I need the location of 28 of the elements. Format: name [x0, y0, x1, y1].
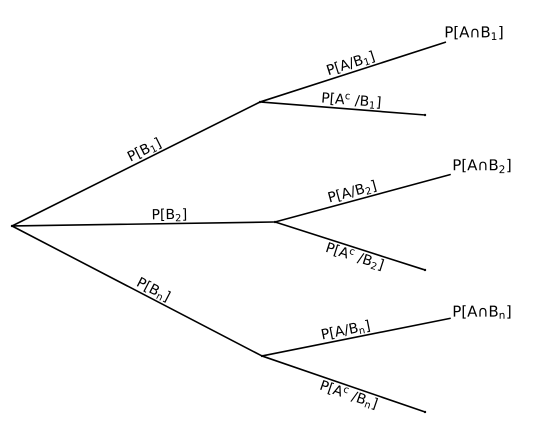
branch-point [424, 114, 426, 116]
branch-line [276, 222, 424, 270]
branch-line [262, 356, 424, 412]
edge-label: P[B$_{1}$] [127, 136, 162, 162]
branch-point [260, 354, 264, 358]
branch-line [12, 221, 274, 227]
edge-label: P[B$_{n}$] [136, 276, 172, 303]
branch-point [258, 100, 262, 104]
edge-label: P[A$^{c}$ /B$_{2}$] [326, 242, 384, 272]
outcome-label: P[A∩B$_{2}$] [454, 158, 510, 174]
edge-label: P[A/B$_{1}$] [326, 50, 376, 75]
edge-label: P[A/B$_{n}$] [321, 320, 370, 340]
edge-label: P[A$^{c}$ /B$_{n}$] [320, 380, 378, 410]
outcome-label: P[A∩B$_{1}$] [446, 26, 502, 40]
branch-point [424, 410, 426, 414]
edge-label: P[A$^{c}$ /B$_{1}$] [322, 92, 381, 109]
branch-line [260, 41, 446, 102]
edge-label: P[B$_{2}$] [152, 208, 186, 222]
branch-line [276, 174, 451, 222]
branch-point [424, 268, 426, 272]
branch-line [260, 101, 424, 116]
branch-line [12, 102, 260, 226]
edge-label: P[A/B$_{2}$] [328, 180, 377, 202]
branch-line [12, 226, 262, 356]
branch-point [10, 224, 14, 228]
branch-point [274, 220, 276, 224]
branch-line [262, 318, 451, 356]
outcome-label: P[A∩B$_{n}$] [454, 305, 510, 319]
